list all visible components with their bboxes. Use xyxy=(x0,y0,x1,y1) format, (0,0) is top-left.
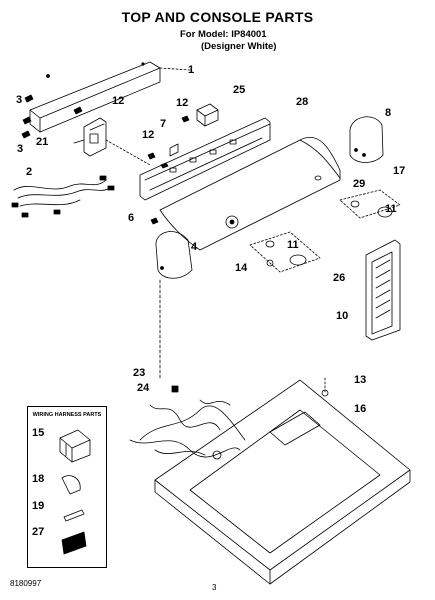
harness-box-drawings xyxy=(59,429,91,555)
callout-8: 8 xyxy=(385,107,392,119)
callout-12-middle: 12 xyxy=(142,129,155,141)
callout-14: 14 xyxy=(235,262,248,274)
callout-12-left: 12 xyxy=(112,95,125,107)
model-line: For Model: IP84001 xyxy=(180,29,267,40)
harness-box-title: WIRING HARNESS PARTS xyxy=(32,412,102,418)
callout-25: 25 xyxy=(233,84,246,96)
part-harness xyxy=(11,175,115,218)
callout-2: 2 xyxy=(26,166,33,178)
callout-7: 7 xyxy=(160,118,167,130)
part-top-main xyxy=(154,377,411,585)
callout-3-lower: 3 xyxy=(17,143,24,155)
part-screws xyxy=(21,94,190,225)
callout-24: 24 xyxy=(137,382,150,394)
harness-callout-19: 19 xyxy=(32,500,45,512)
callout-10: 10 xyxy=(336,310,349,322)
part-knob-group-right xyxy=(339,189,401,219)
part-knob-group-center xyxy=(249,231,321,273)
callout-21: 21 xyxy=(36,136,49,148)
page-number: 3 xyxy=(212,583,217,592)
part-timer-bracket xyxy=(73,117,151,166)
callout-1: 1 xyxy=(188,64,195,76)
part-bracket-small xyxy=(169,143,179,157)
part-end-cap-left xyxy=(155,231,193,381)
part-lint-screen xyxy=(365,239,401,341)
callout-26: 26 xyxy=(333,272,346,284)
document-number: 8180997 xyxy=(10,579,42,588)
callout-13: 13 xyxy=(354,374,367,386)
wiring-harness-parts-box: WIRING HARNESS PARTS 15 18 19 27 xyxy=(27,406,107,568)
diagram-title: TOP AND CONSOLE PARTS xyxy=(121,9,314,25)
callout-6: 6 xyxy=(128,212,135,224)
callout-29: 29 xyxy=(353,178,366,190)
color-line: (Designer White) xyxy=(201,41,277,52)
harness-callout-15: 15 xyxy=(32,427,45,439)
callout-17: 17 xyxy=(393,165,406,177)
part-console-back-panel xyxy=(139,117,271,201)
callout-28: 28 xyxy=(296,96,309,108)
harness-callout-27: 27 xyxy=(32,526,45,538)
harness-callout-18: 18 xyxy=(32,473,45,485)
callout-4: 4 xyxy=(191,241,198,253)
callout-11-right: 11 xyxy=(385,203,397,215)
part-main-harness xyxy=(129,385,246,458)
callout-11-center: 11 xyxy=(287,239,299,251)
part-console-front xyxy=(159,137,341,251)
callout-16: 16 xyxy=(354,403,367,415)
part-switch xyxy=(196,103,219,127)
callout-23: 23 xyxy=(133,367,146,379)
callout-3-upper: 3 xyxy=(16,94,23,106)
part-end-cap-right xyxy=(349,116,384,163)
part-rear-panel xyxy=(29,61,191,133)
callout-12-right: 12 xyxy=(176,97,189,109)
